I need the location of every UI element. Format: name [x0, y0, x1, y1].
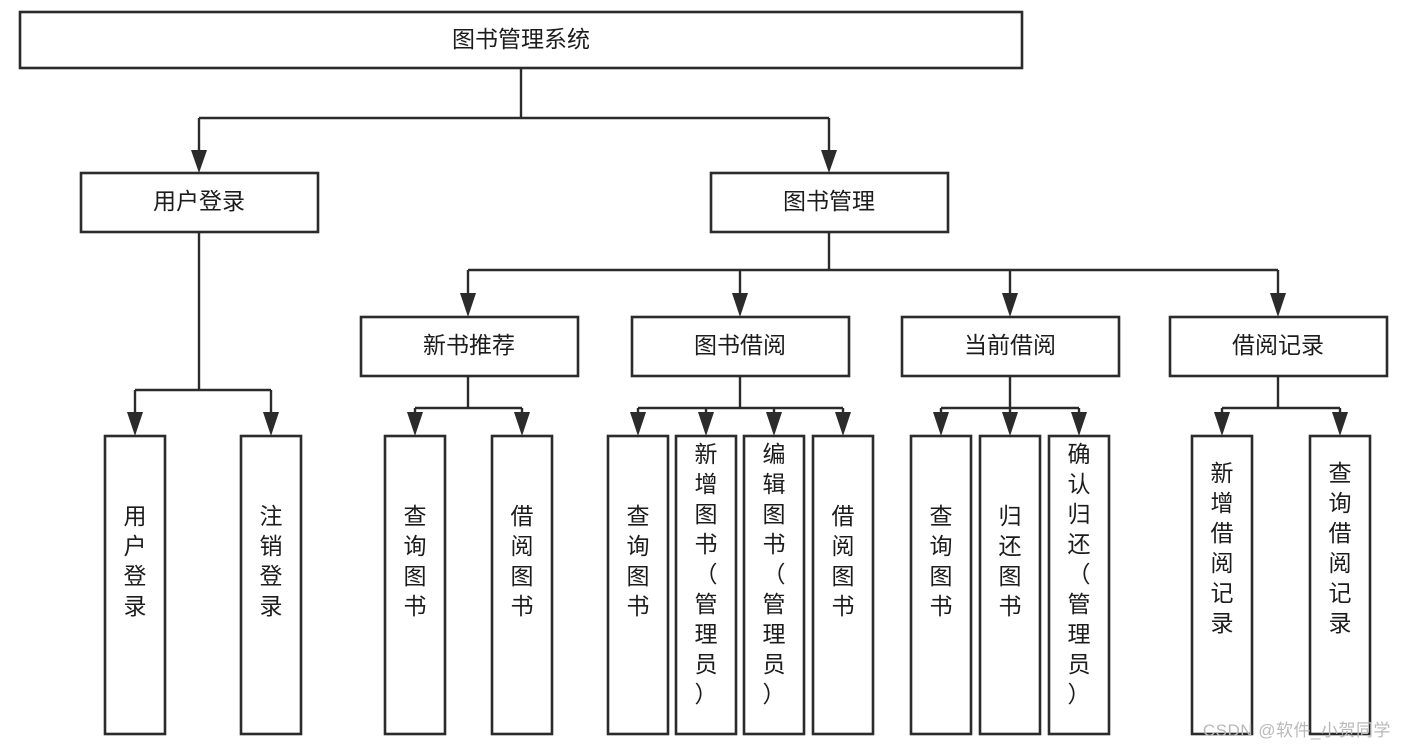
node-borrow-record-label: 借阅记录 [1232, 332, 1324, 358]
node-leaf-logout-box[interactable] [239, 434, 303, 736]
node-leaf-logout-label: 注销登录 [260, 503, 283, 619]
node-new-book-recommend[interactable]: 新书推荐 [359, 315, 580, 378]
node-leaf-add-record-box[interactable] [1190, 434, 1254, 736]
node-leaf-edit-book[interactable]: 编辑图书（管理员） [742, 434, 806, 736]
node-leaf-query-book-3[interactable]: 查询图书 [909, 434, 973, 736]
node-leaf-borrow-book-2[interactable]: 借阅图书 [811, 434, 875, 736]
connector-group-book-borrow [630, 376, 851, 436]
arrow-head-leaf-add-book [698, 412, 714, 436]
node-leaf-edit-book-label: 编辑图书（管理员） [763, 441, 786, 707]
node-leaf-user-login-box[interactable] [103, 434, 167, 736]
leaf-node-group: 用户登录 注销登录 查询图书 借阅图书 查询图书 新增图书（管理员） [103, 434, 1372, 736]
node-leaf-query-book-2-label: 查询图书 [627, 503, 650, 619]
arrow-head-leaf-query-record [1332, 412, 1348, 436]
connector-group-borrow-record [1214, 376, 1348, 436]
node-leaf-query-book-3-box[interactable] [909, 434, 973, 736]
arrow-head-user-login [191, 150, 207, 173]
node-leaf-confirm-return-label: 确认归还（管理员） [1068, 441, 1091, 707]
connector-group-current-borrow [933, 376, 1087, 436]
arrow-head-book-borrow [732, 293, 748, 317]
node-current-borrow-label: 当前借阅 [964, 332, 1056, 358]
arrow-head-leaf-borrow-book-1 [514, 412, 530, 436]
node-leaf-confirm-return-box[interactable] [1047, 434, 1111, 736]
node-leaf-add-book-box[interactable] [674, 434, 738, 736]
node-leaf-query-book-2[interactable]: 查询图书 [606, 434, 670, 736]
node-book-manage-label: 图书管理 [783, 188, 875, 214]
node-leaf-logout[interactable]: 注销登录 [239, 434, 303, 736]
node-leaf-return-book-label: 归还图书 [999, 503, 1022, 619]
connector-group-user-login [127, 232, 279, 436]
node-leaf-query-record[interactable]: 查询借阅记录 [1308, 434, 1372, 736]
node-user-login[interactable]: 用户登录 [79, 171, 320, 234]
node-leaf-edit-book-box[interactable] [742, 434, 806, 736]
node-leaf-borrow-book-1[interactable]: 借阅图书 [490, 434, 554, 736]
connector-group-root [191, 68, 837, 173]
node-book-borrow[interactable]: 图书借阅 [630, 315, 851, 378]
node-leaf-query-book-1-label: 查询图书 [404, 503, 427, 619]
node-leaf-borrow-book-2-label: 借阅图书 [832, 503, 855, 619]
arrow-head-book-manage [821, 150, 837, 173]
node-leaf-add-book[interactable]: 新增图书（管理员） [674, 434, 738, 736]
node-leaf-return-book[interactable]: 归还图书 [978, 434, 1042, 736]
arrow-head-leaf-query-book-3 [933, 412, 949, 436]
arrow-head-leaf-logout [263, 412, 279, 436]
node-leaf-query-book-2-box[interactable] [606, 434, 670, 736]
node-leaf-user-login[interactable]: 用户登录 [103, 434, 167, 736]
arrow-head-leaf-return-book [1002, 412, 1018, 436]
arrow-head-leaf-query-book-1 [407, 412, 423, 436]
node-borrow-record[interactable]: 借阅记录 [1168, 315, 1389, 378]
node-leaf-query-book-3-label: 查询图书 [930, 503, 953, 619]
node-root-label: 图书管理系统 [452, 26, 590, 52]
node-book-borrow-label: 图书借阅 [694, 332, 786, 358]
node-leaf-confirm-return[interactable]: 确认归还（管理员） [1047, 434, 1111, 736]
arrow-head-leaf-confirm-return [1071, 412, 1087, 436]
arrow-head-leaf-edit-book [766, 412, 782, 436]
node-leaf-add-record[interactable]: 新增借阅记录 [1190, 434, 1254, 736]
arrow-head-leaf-query-book-2 [630, 412, 646, 436]
connector-group-book-manage [460, 232, 1286, 317]
arrow-head-borrow-record [1270, 293, 1286, 317]
node-leaf-query-record-box[interactable] [1308, 434, 1372, 736]
node-new-book-recommend-label: 新书推荐 [423, 332, 515, 358]
node-leaf-add-record-label: 新增借阅记录 [1211, 460, 1234, 636]
node-borrow-record-box[interactable] [1168, 315, 1389, 378]
node-leaf-return-book-box[interactable] [978, 434, 1042, 736]
arrow-head-leaf-add-record [1214, 412, 1230, 436]
node-leaf-query-record-label: 查询借阅记录 [1329, 460, 1352, 636]
node-leaf-borrow-book-2-box[interactable] [811, 434, 875, 736]
node-book-borrow-box[interactable] [630, 315, 851, 378]
node-leaf-query-book-1[interactable]: 查询图书 [383, 434, 447, 736]
node-user-login-label: 用户登录 [153, 188, 245, 214]
arrow-head-new-book-recommend [460, 293, 476, 317]
node-book-manage-box[interactable] [709, 171, 950, 234]
node-user-login-box[interactable] [79, 171, 320, 234]
node-leaf-query-book-1-box[interactable] [383, 434, 447, 736]
node-leaf-user-login-label: 用户登录 [124, 503, 147, 619]
node-leaf-borrow-book-1-box[interactable] [490, 434, 554, 736]
node-current-borrow-box[interactable] [900, 315, 1121, 378]
arrow-head-current-borrow [1002, 293, 1018, 317]
node-new-book-recommend-box[interactable] [359, 315, 580, 378]
arrow-head-leaf-borrow-book-2 [835, 412, 851, 436]
node-leaf-borrow-book-1-label: 借阅图书 [511, 503, 534, 619]
connector-group-new-book-recommend [407, 376, 530, 436]
node-leaf-add-book-label: 新增图书（管理员） [695, 441, 718, 707]
arrow-head-leaf-user-login [127, 412, 143, 436]
node-root[interactable]: 图书管理系统 [18, 10, 1024, 70]
node-root-box[interactable] [18, 10, 1024, 70]
node-current-borrow[interactable]: 当前借阅 [900, 315, 1121, 378]
node-book-manage[interactable]: 图书管理 [709, 171, 950, 234]
